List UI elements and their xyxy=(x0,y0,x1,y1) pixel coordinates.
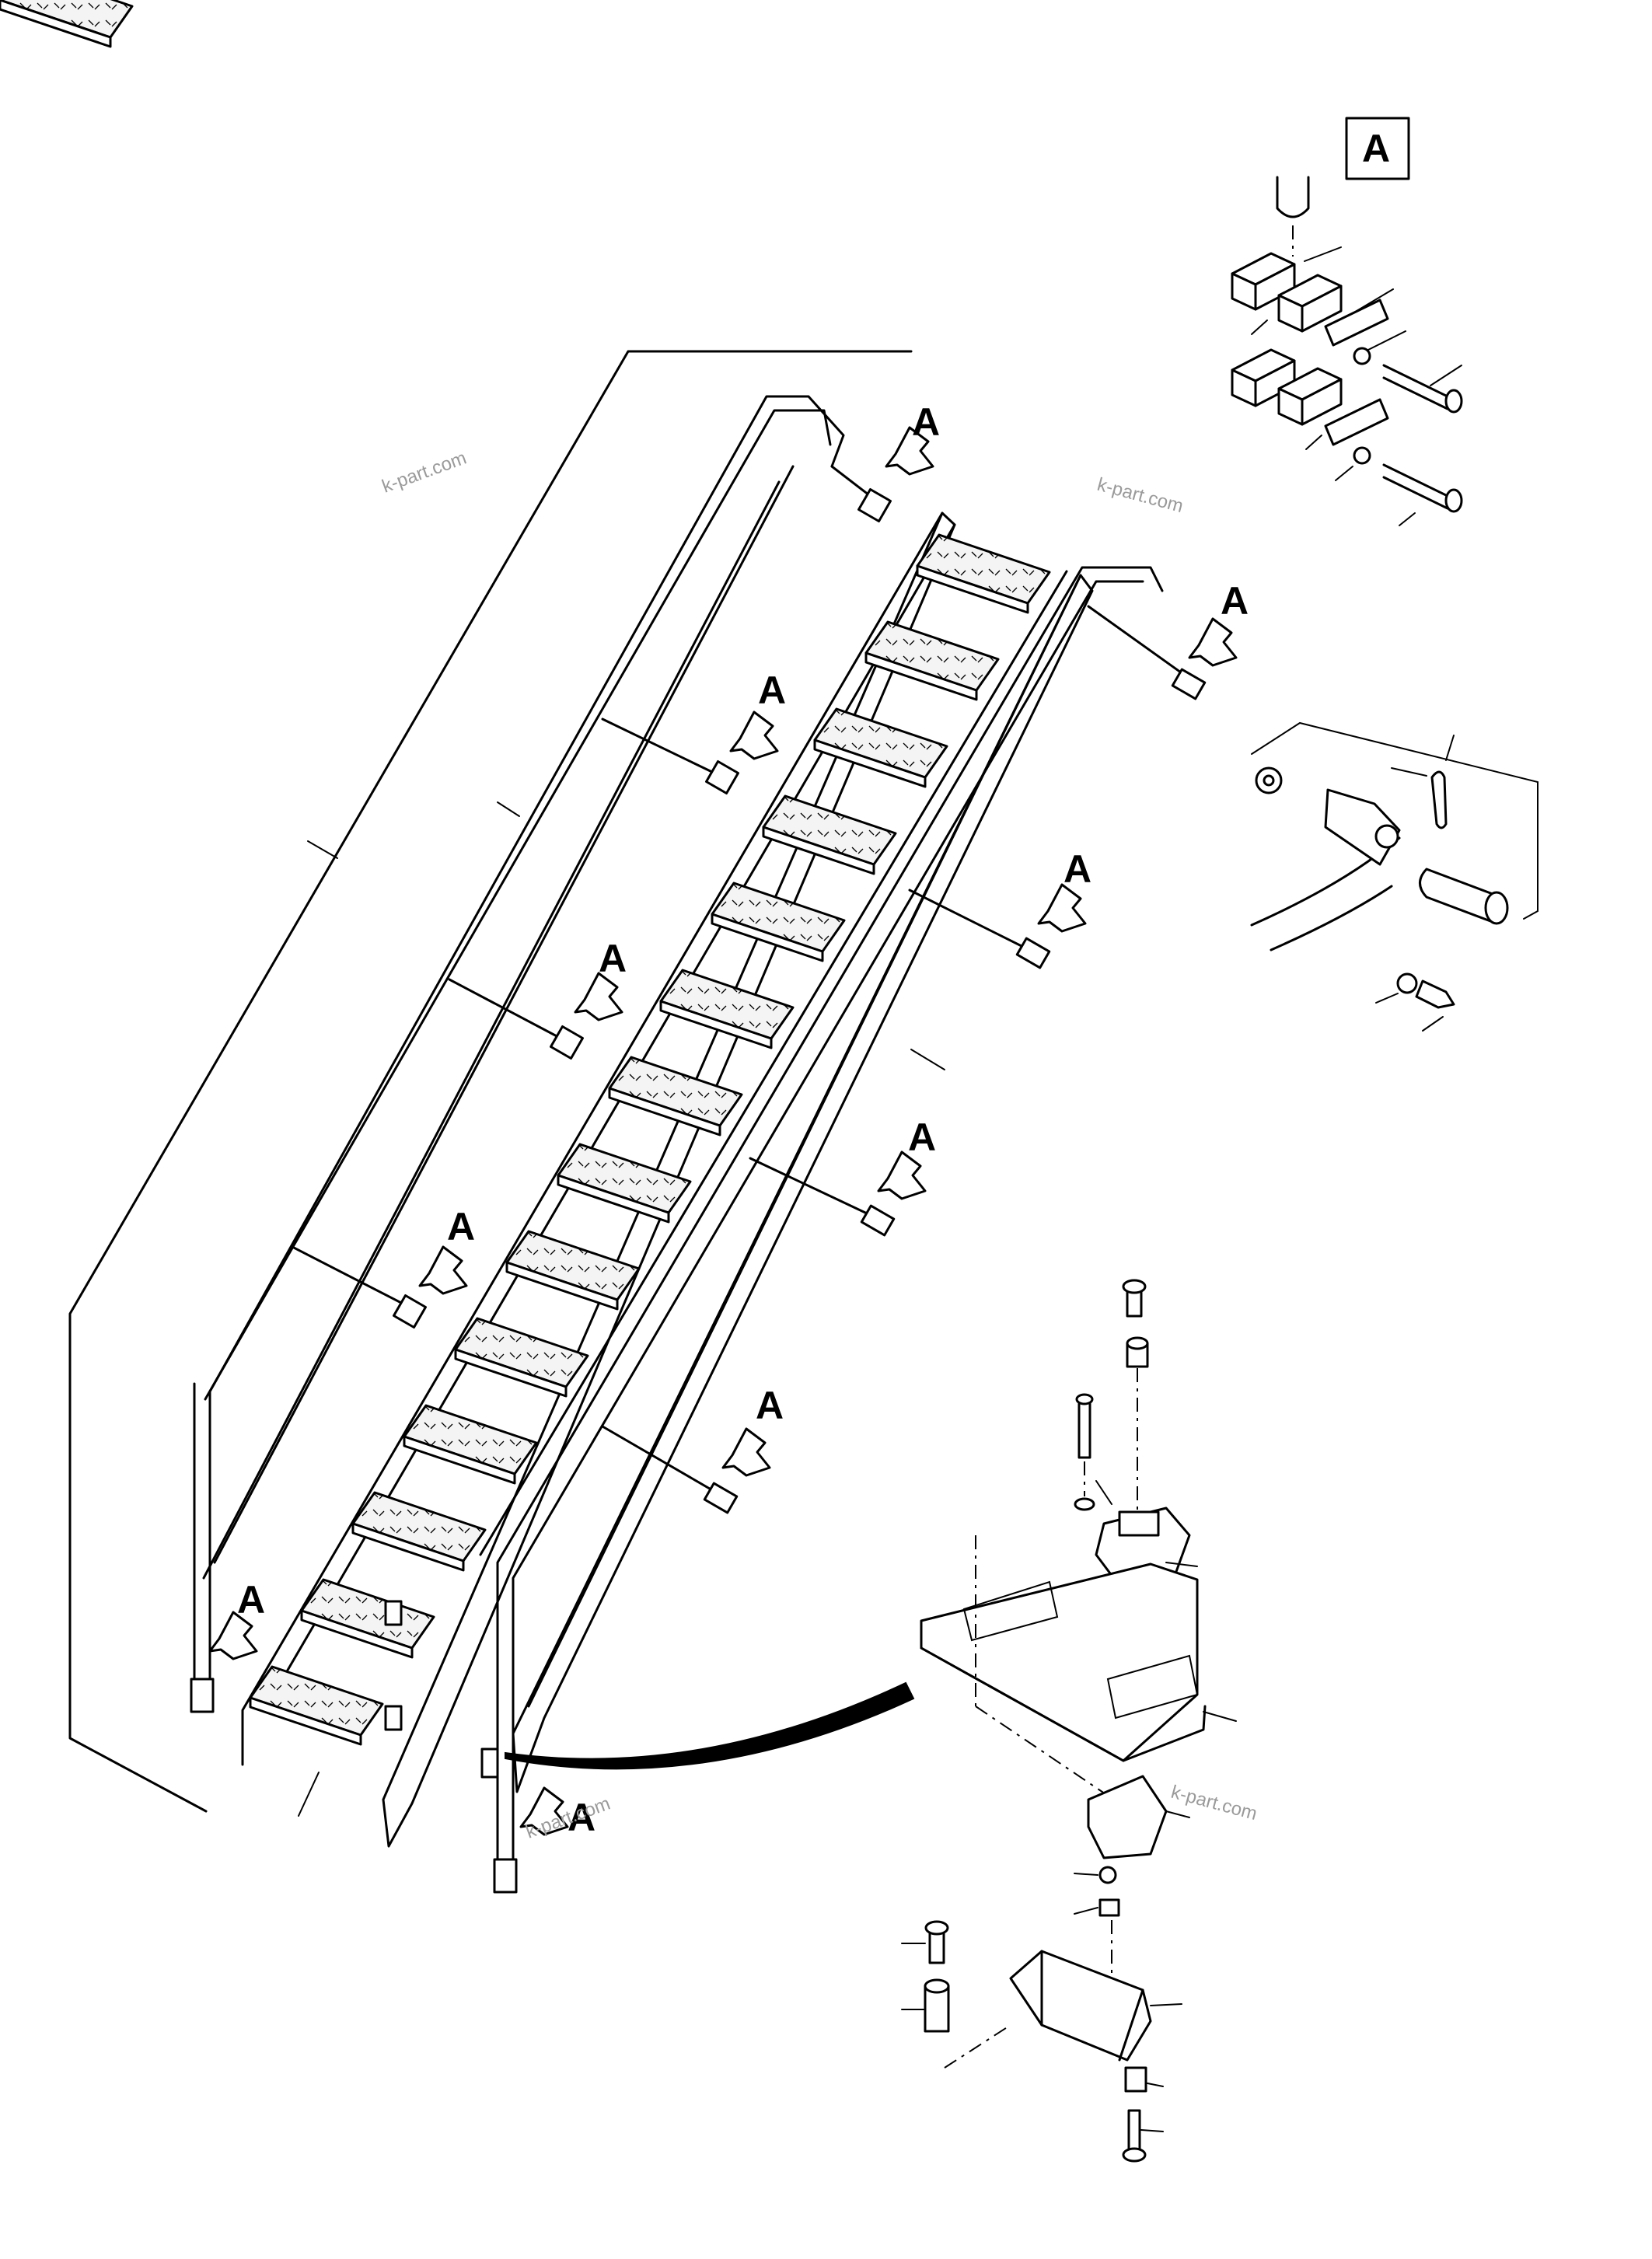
detail-a-label: A xyxy=(1362,127,1390,170)
step-box-top xyxy=(920,1562,1199,1762)
watermark-3: k-part.com xyxy=(1168,1782,1259,1824)
watermark-1: k-part.com xyxy=(379,447,470,497)
callout-5: A xyxy=(237,1578,265,1622)
clamp-half-upper xyxy=(1231,252,1343,333)
callout-3: A xyxy=(599,937,627,980)
right-handrail xyxy=(479,566,1207,1894)
leader-arrow xyxy=(505,1681,915,1770)
callout-labels: A A A A A A A A A A xyxy=(237,400,1249,1839)
callout-6: A xyxy=(1221,579,1249,623)
callout-2: A xyxy=(758,669,786,712)
mount-assembly xyxy=(505,1279,1237,2163)
cotter-pin xyxy=(1430,770,1448,829)
stair-pivot-pins xyxy=(384,1600,499,1779)
clamp-half-lower xyxy=(1231,348,1343,426)
detail-a-clamp: A xyxy=(1231,117,1463,526)
assembly-outline xyxy=(68,350,945,1813)
hinge-pin-detail xyxy=(1250,721,1538,1032)
callout-7: A xyxy=(1063,847,1091,891)
callout-1: A xyxy=(912,400,940,444)
detail-a-box xyxy=(1345,117,1410,180)
callout-9: A xyxy=(756,1384,784,1427)
base-bracket xyxy=(1009,1950,1152,2062)
left-handrail xyxy=(190,395,892,1713)
callout-arrows xyxy=(208,426,1238,1836)
stair-treads xyxy=(0,0,1051,1817)
callout-10: A xyxy=(568,1796,595,1839)
watermark-2: k-part.com xyxy=(1095,474,1185,517)
callout-4: A xyxy=(447,1205,475,1248)
callout-8: A xyxy=(908,1116,936,1159)
lower-mount xyxy=(1087,1775,1168,1859)
